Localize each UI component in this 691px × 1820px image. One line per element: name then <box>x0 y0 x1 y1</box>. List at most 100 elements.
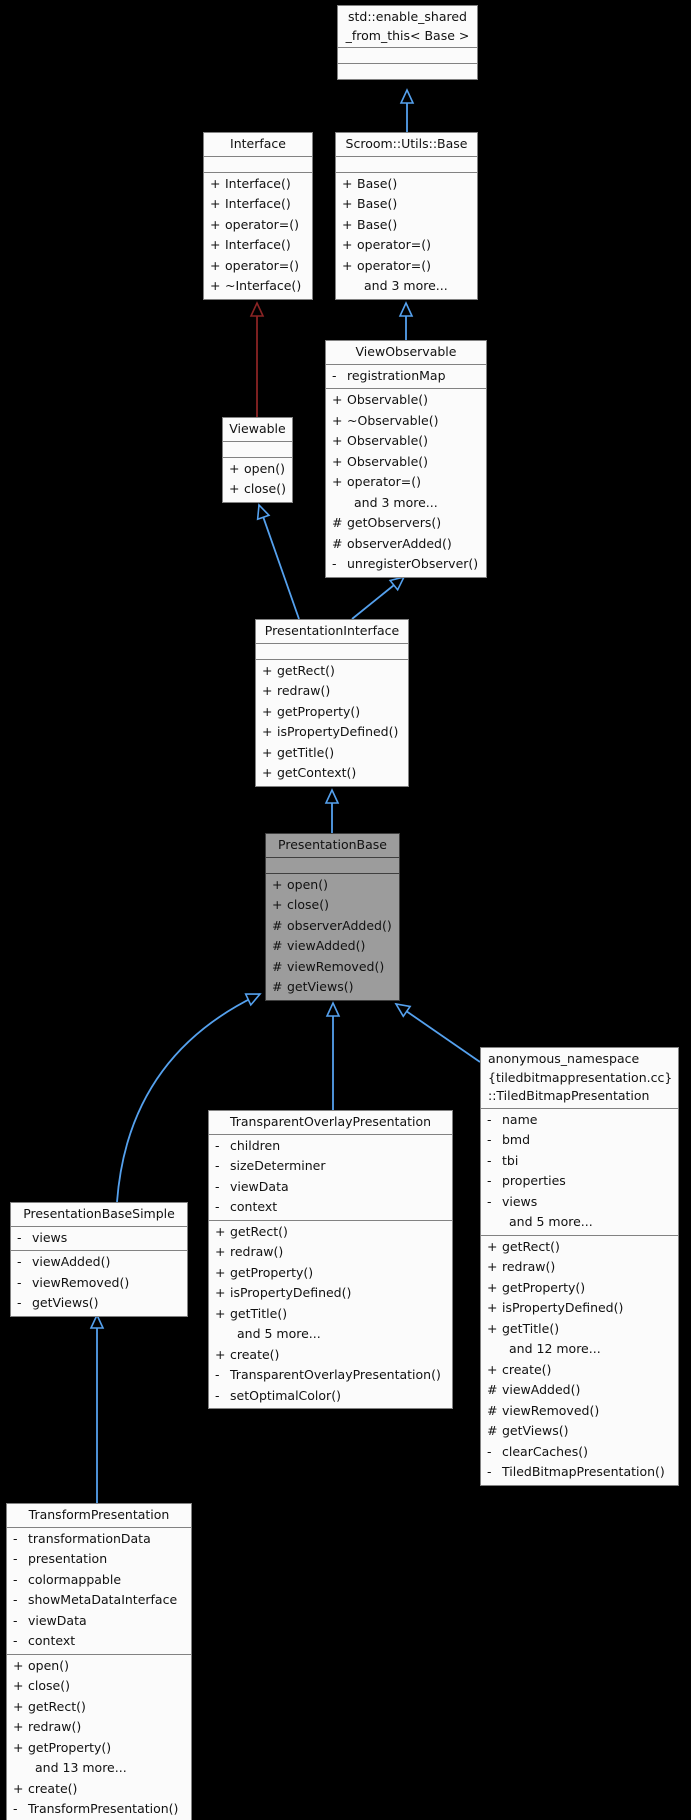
member-name: create() <box>230 1346 280 1362</box>
member-name: setOptimalColor() <box>230 1387 341 1403</box>
member-name: isPropertyDefined() <box>502 1300 624 1315</box>
member-row: + operator=() <box>326 472 486 493</box>
member-name: open() <box>287 876 328 892</box>
member-visibility: - <box>487 1464 492 1479</box>
class-methods: +Interface()+Interface()+operator=()+Int… <box>204 171 312 299</box>
member-visibility: + <box>210 237 221 252</box>
member-visibility: + <box>342 216 353 232</box>
member-row: +getRect() <box>256 661 408 682</box>
class-title-line: PresentationBaseSimple <box>23 1206 175 1221</box>
member-row: and 3 more... <box>364 278 448 293</box>
member-name: getObservers() <box>347 515 442 530</box>
member-name: sizeDeterminer <box>230 1158 326 1173</box>
class-title: PresentationBaseSimple <box>11 1203 187 1226</box>
member-row: -unregisterObserver() <box>326 554 486 575</box>
class-box-presentation-interface[interactable]: PresentationInterface +getRect()+redraw(… <box>255 619 409 787</box>
member-name: operator=() <box>347 474 421 489</box>
member-row: +~Interface() <box>204 276 312 297</box>
class-attributes: -transformationData-presentation-colorma… <box>7 1526 191 1654</box>
class-title-line: Viewable <box>229 421 286 436</box>
member-visibility: + <box>272 897 283 912</box>
member-visibility: - <box>215 1199 220 1214</box>
class-box-interface[interactable]: Interface +Interface()+Interface()+opera… <box>203 132 313 300</box>
member-visibility: - <box>215 1387 220 1403</box>
class-box-viewable[interactable]: Viewable +open()+close() <box>222 417 293 503</box>
member-visibility: - <box>487 1173 492 1188</box>
member-row: -presentation <box>7 1549 191 1570</box>
class-title-line: Interface <box>230 136 286 151</box>
member-row: +close() <box>7 1676 191 1697</box>
member-visibility: - <box>215 1178 220 1194</box>
member-visibility: + <box>487 1259 498 1274</box>
member-visibility: + <box>262 662 273 678</box>
member-name: getTitle() <box>277 744 335 760</box>
member-row: -sizeDeterminer <box>209 1156 452 1177</box>
member-name: tbi <box>502 1152 519 1168</box>
member-visibility: # <box>272 938 283 953</box>
member-name: getViews() <box>287 979 354 994</box>
member-visibility: + <box>229 460 240 476</box>
member-row: +Interface() <box>204 174 312 195</box>
member-row: +isPropertyDefined() <box>481 1298 678 1319</box>
member-name: TransparentOverlayPresentation() <box>230 1367 441 1382</box>
class-attributes: -children-sizeDeterminer-viewData-contex… <box>209 1133 452 1220</box>
member-visibility: + <box>272 876 283 892</box>
member-visibility: # <box>272 917 283 933</box>
class-methods: +open()+close() <box>223 456 292 502</box>
member-visibility: + <box>262 683 273 698</box>
member-row: -TiledBitmapPresentation() <box>481 1462 678 1483</box>
member-name: viewAdded() <box>32 1254 111 1269</box>
member-name: ~Observable() <box>347 412 439 428</box>
class-title-line: std::enable_shared <box>348 9 467 24</box>
class-box-view-observable[interactable]: ViewObservable -registrationMap +Observa… <box>325 340 487 578</box>
member-visibility: + <box>215 1264 226 1280</box>
class-methods: +open()+close()+getRect()+redraw()+getPr… <box>7 1653 191 1820</box>
member-row: -TransparentOverlayPresentation() <box>209 1365 452 1386</box>
class-title: std::enable_shared_from_this< Base > <box>338 6 477 47</box>
member-row: -bmd <box>481 1130 678 1151</box>
member-row: and 5 more... <box>237 1326 321 1341</box>
member-visibility: + <box>215 1244 226 1259</box>
member-name: getRect() <box>28 1698 86 1714</box>
class-title-line: TransparentOverlayPresentation <box>229 1114 432 1129</box>
member-name: ~Interface() <box>225 278 302 293</box>
member-visibility: - <box>487 1132 492 1147</box>
member-visibility: + <box>262 724 273 739</box>
member-visibility: + <box>13 1719 24 1734</box>
member-name: Base() <box>357 196 398 211</box>
member-row: +create() <box>7 1779 191 1800</box>
member-row: #observerAdded() <box>326 534 486 555</box>
class-box-presentation-base-simple[interactable]: PresentationBaseSimple -views -viewAdded… <box>10 1202 188 1317</box>
member-visibility: - <box>13 1530 18 1546</box>
member-row: +getTitle() <box>209 1304 452 1325</box>
member-visibility: + <box>332 453 343 469</box>
class-methods: +open()+close()#observerAdded()#viewAdde… <box>266 872 399 1000</box>
member-row: #viewAdded() <box>266 936 399 957</box>
class-attributes <box>336 155 477 172</box>
member-visibility: # <box>332 535 343 551</box>
class-title: TransparentOverlayPresentation <box>209 1111 452 1134</box>
class-box-transform-presentation[interactable]: TransformPresentation -transformationDat… <box>6 1503 192 1820</box>
member-name: getProperty() <box>277 703 361 719</box>
member-name: clearCaches() <box>502 1443 588 1459</box>
member-row: -showMetaDataInterface <box>7 1590 191 1611</box>
member-visibility: - <box>487 1443 492 1459</box>
member-name: observerAdded() <box>347 535 452 551</box>
member-visibility: + <box>210 175 221 191</box>
member-name: operator=() <box>225 257 299 273</box>
member-visibility: + <box>332 474 343 489</box>
member-visibility: + <box>342 257 353 273</box>
class-box-scroom-utils-base[interactable]: Scroom::Utils::Base +Base()+Base()+Base(… <box>335 132 478 300</box>
member-name: observerAdded() <box>287 917 392 933</box>
class-box-transparent-overlay-presentation[interactable]: TransparentOverlayPresentation -children… <box>208 1110 453 1409</box>
member-name: TransformPresentation() <box>28 1801 179 1816</box>
class-title-line: {tiledbitmappresentation.cc} <box>488 1069 673 1085</box>
member-row: +getRect() <box>481 1237 678 1258</box>
member-visibility: # <box>332 515 343 530</box>
member-row: +getProperty() <box>7 1738 191 1759</box>
member-row: -viewAdded() <box>11 1252 187 1273</box>
class-box-enable-shared-from-this: std::enable_shared_from_this< Base > <box>337 5 478 80</box>
member-row: #viewRemoved() <box>266 957 399 978</box>
class-box-tiled-bitmap-presentation[interactable]: anonymous_namespace{tiledbitmappresentat… <box>480 1047 679 1486</box>
